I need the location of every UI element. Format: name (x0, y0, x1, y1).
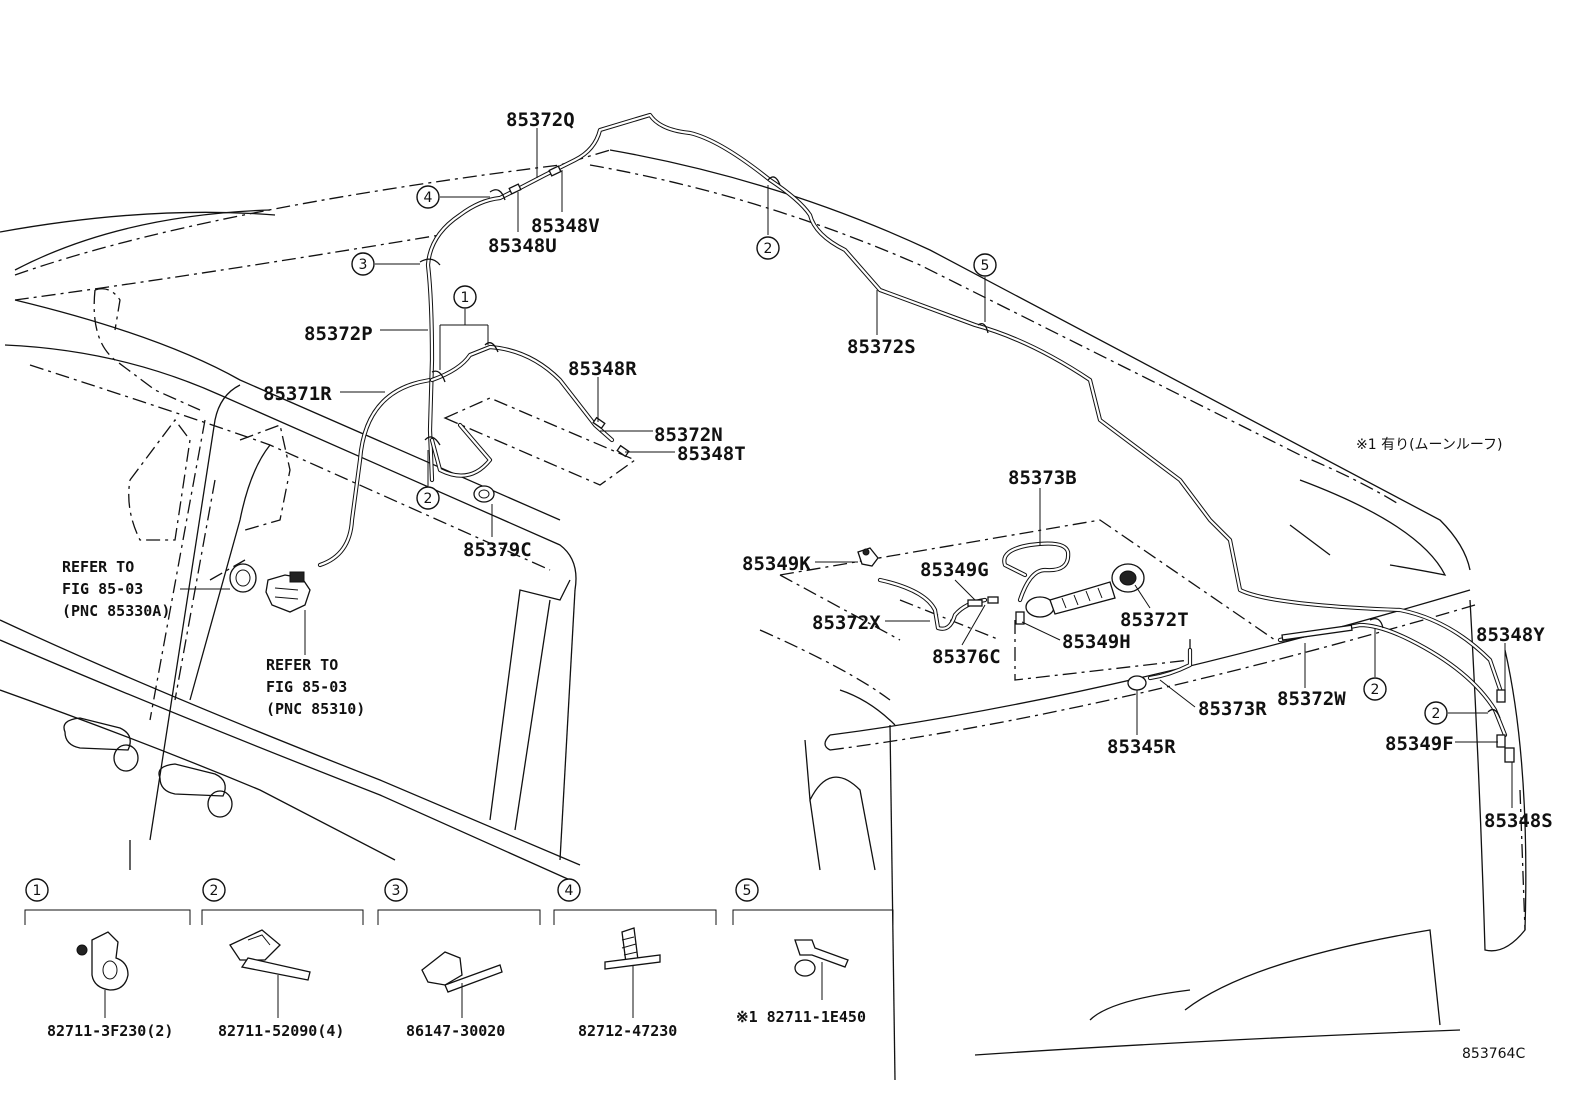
legend-part-5: ※1 82711-1E450 (736, 1008, 866, 1026)
legend-part-4: 82712-47230 (578, 1022, 677, 1040)
svg-text:REFER TO: REFER TO (266, 656, 338, 674)
label-85349K: 85349K (742, 553, 811, 575)
label-85345R: 85345R (1107, 736, 1176, 758)
legend-item-4: 4 82712-47230 (553, 878, 717, 1040)
label-85372X: 85372X (812, 612, 881, 634)
circle-callout-2c: 2 (1363, 677, 1387, 701)
label-85372S: 85372S (847, 336, 916, 358)
refer-note-85330a: REFER TO FIG 85-03 (PNC 85330A) (62, 558, 170, 620)
circle-callout-5: 5 (973, 253, 997, 277)
vehicle-body-outline (0, 149, 1527, 1081)
svg-text:FIG 85-03: FIG 85-03 (266, 678, 347, 696)
callout-labels: 85372Q 85348V 85348U 85372P 85371R 85348… (263, 109, 1553, 832)
label-85376C: 85376C (932, 646, 1001, 668)
label-85348Y: 85348Y (1476, 624, 1545, 646)
label-85349H: 85349H (1062, 631, 1131, 653)
svg-text:2: 2 (1371, 682, 1380, 698)
circled-callouts: 4 3 1 2 2 5 2 2 (351, 185, 1448, 725)
svg-text:4: 4 (424, 190, 433, 206)
label-85348V: 85348V (531, 215, 600, 237)
refer-note-85310: REFER TO FIG 85-03 (PNC 85310) (266, 656, 365, 718)
circle-callout-2d: 2 (1424, 701, 1448, 725)
legend: 1 82711-3F230(2) 2 82711-52090(4) 3 (24, 878, 894, 1040)
legend-item-5: 5 ※1 82711-1E450 (732, 878, 894, 1026)
circle-callout-2b: 2 (756, 236, 780, 260)
label-85373R: 85373R (1198, 698, 1267, 720)
circle-callout-4: 4 (416, 185, 440, 209)
label-85372N: 85372N (654, 424, 723, 446)
svg-text:2: 2 (764, 241, 773, 257)
label-85348T: 85348T (677, 443, 746, 465)
figure-code: 853764C (1462, 1046, 1525, 1062)
circle-callout-1: 1 (453, 285, 477, 309)
label-85372T: 85372T (1120, 609, 1189, 631)
svg-text:4: 4 (565, 883, 574, 899)
label-85372Q: 85372Q (506, 109, 575, 131)
part-symbols (229, 165, 1515, 763)
svg-text:5: 5 (981, 258, 990, 274)
svg-text:1: 1 (461, 290, 470, 306)
label-85349G: 85349G (920, 559, 989, 581)
svg-text:3: 3 (359, 257, 368, 273)
label-85373B: 85373B (1008, 467, 1077, 489)
svg-text:2: 2 (1432, 706, 1441, 722)
legend-item-1: 1 82711-3F230(2) (24, 878, 191, 1040)
svg-text:3: 3 (392, 883, 401, 899)
leader-lines (180, 128, 1513, 808)
label-85348S: 85348S (1484, 810, 1553, 832)
moonroof-note: ※1 有り(ムーンルーフ) (1356, 437, 1502, 453)
svg-text:5: 5 (743, 883, 752, 899)
label-85348U: 85348U (488, 235, 557, 257)
label-85371R: 85371R (263, 383, 332, 405)
label-85349F: 85349F (1385, 733, 1454, 755)
legend-part-3: 86147-30020 (406, 1022, 505, 1040)
washer-hoses (317, 112, 1508, 738)
svg-text:2: 2 (424, 491, 433, 507)
legend-part-1: 82711-3F230(2) (47, 1022, 173, 1040)
label-85379C: 85379C (463, 539, 532, 561)
svg-text:(PNC 85330A): (PNC 85330A) (62, 602, 170, 620)
legend-part-2: 82711-52090(4) (218, 1022, 344, 1040)
svg-text:(PNC 85310): (PNC 85310) (266, 700, 365, 718)
svg-text:REFER TO: REFER TO (62, 558, 134, 576)
legend-item-2: 2 82711-52090(4) (201, 878, 364, 1040)
svg-text:1: 1 (33, 883, 42, 899)
legend-item-3: 3 86147-30020 (377, 878, 541, 1040)
svg-text:FIG 85-03: FIG 85-03 (62, 580, 143, 598)
circle-callout-2a: 2 (416, 486, 440, 510)
label-85348R: 85348R (568, 358, 637, 380)
svg-text:2: 2 (210, 883, 219, 899)
circle-callout-3: 3 (351, 252, 375, 276)
label-85372W: 85372W (1277, 688, 1346, 710)
label-85372P: 85372P (304, 323, 373, 345)
